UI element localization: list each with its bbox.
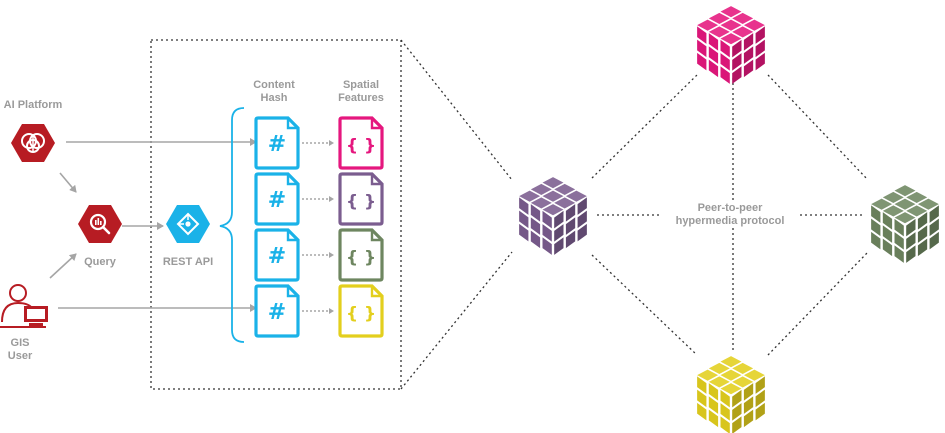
query-label: Query: [74, 256, 126, 269]
rest-api-text: REST API: [162, 256, 214, 268]
feature-document-icon: { }: [338, 284, 384, 338]
feature-document-icon: { }: [338, 116, 384, 170]
zoom-line-bottom: [400, 251, 513, 390]
hash-document-icon: #: [254, 228, 300, 282]
content-hash-label: Content Hash: [244, 79, 304, 105]
hash-document-icon-glyph: #: [268, 132, 286, 157]
spatial-features-label: Spatial Features: [328, 79, 394, 105]
arrow-user-to-query: [49, 253, 77, 279]
feature-document-icon: { }: [338, 172, 384, 226]
hash-document-icon: #: [254, 116, 300, 170]
p2p-protocol-label: Peer-to-peer hypermedia protocol: [660, 202, 800, 228]
gis-user-text-line1: GIS: [10, 337, 30, 349]
storage-cube-icon: [871, 185, 939, 263]
rest-api-icon: [166, 205, 210, 243]
ai-platform-icon: [11, 124, 55, 162]
hash-group-bracket: [219, 107, 245, 343]
zoom-box: [150, 39, 402, 390]
query-icon: [78, 205, 122, 243]
hash-document-icon: #: [254, 172, 300, 226]
spatial-features-text-line2: Features: [338, 92, 384, 104]
feature-document-icon-glyph: { }: [346, 192, 376, 212]
feature-document-icon-glyph: { }: [346, 248, 376, 268]
feature-document-icon-glyph: { }: [346, 304, 376, 324]
p2p-link-bottom-right: [767, 251, 869, 356]
content-hash-text-line1: Content: [253, 79, 295, 91]
spatial-features-text-line1: Spatial: [342, 79, 380, 91]
storage-cube-icon: [697, 6, 765, 84]
feature-document-icon-glyph: { }: [346, 136, 376, 156]
gis-user-label: GIS User: [0, 337, 40, 363]
ai-platform-text: AI Platform: [3, 99, 63, 111]
p2p-link-top-right: [767, 74, 869, 181]
gis-user-text-line2: User: [7, 350, 33, 362]
query-text: Query: [84, 256, 116, 268]
ai-platform-label: AI Platform: [0, 99, 66, 112]
hash-document-icon-glyph: #: [268, 244, 286, 269]
gis-user-icon: [0, 284, 48, 328]
p2p-text-line2: hypermedia protocol: [675, 215, 785, 227]
hash-document-icon: #: [254, 284, 300, 338]
rest-api-label: REST API: [155, 256, 221, 269]
hash-document-icon-glyph: #: [268, 300, 286, 325]
zoom-line-top: [400, 39, 513, 181]
p2p-link-left-bottom: [591, 254, 698, 356]
arrow-ai-to-query: [59, 172, 77, 193]
hash-document-icon-glyph: #: [268, 188, 286, 213]
feature-document-icon: { }: [338, 228, 384, 282]
content-hash-text-line2: Hash: [260, 92, 288, 104]
storage-cube-icon: [519, 177, 587, 255]
p2p-link-left-top: [591, 74, 698, 179]
p2p-text-line1: Peer-to-peer: [697, 202, 763, 214]
storage-cube-icon: [697, 356, 765, 433]
